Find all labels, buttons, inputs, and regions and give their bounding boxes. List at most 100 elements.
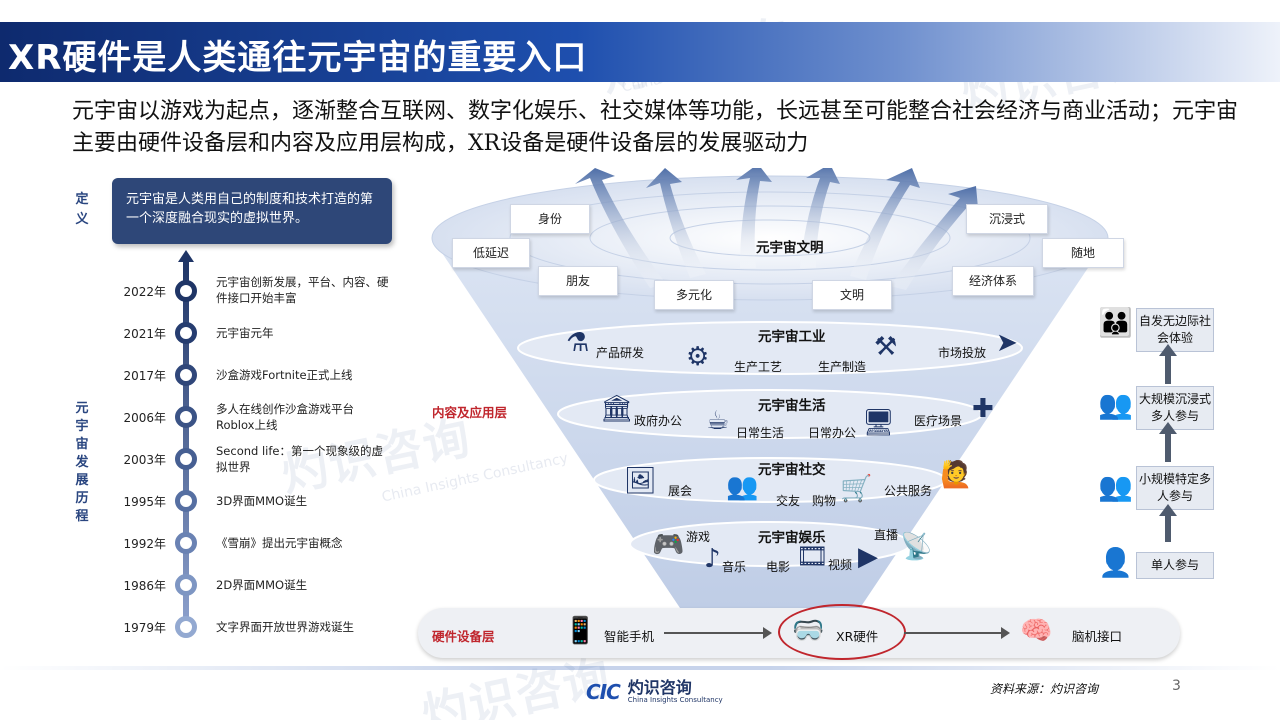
timeline-dot-icon [175,574,197,596]
single-person-icon: 👤 [1098,546,1133,579]
header-bar [0,22,1280,82]
logo-text: 灼识咨询 China Insights Consultancy [627,678,723,705]
timeline-arrow-icon [178,250,194,262]
industry-item: 生产工艺 [734,360,783,374]
industry-item: 生产制造 [818,360,867,374]
civilization-title: 元宇宙文明 [756,240,824,256]
life-item: 日常生活 [736,426,785,440]
up-arrow-icon [850,168,920,280]
timeline-text: 2D界面MMO诞生 [216,578,308,592]
timeline-dot-icon [175,616,197,638]
timeline-year: 1992年 [123,537,166,551]
social-item: 公共服务 [884,484,933,498]
video-icon: ▶ [858,542,878,572]
right-arrow-icon [904,627,1010,639]
timeline-text: 《雪崩》提出元宇宙概念 [216,536,343,550]
desk-icon: 🖥 [862,408,896,438]
industry-item: 产品研发 [596,346,645,360]
gamepad-icon: 🎮 [652,530,685,560]
microscope-icon: ⚗ [566,328,590,358]
logo-en: China Insights Consultancy [627,696,723,704]
gears-icon: ⚙ [686,342,710,372]
tools-icon: ⚒ [874,332,898,362]
hardware-item-smartphone: 智能手机 [604,629,655,644]
entertainment-item: 视频 [828,558,853,572]
industry-item: 市场投放 [938,346,987,360]
timeline-year: 2022年 [123,285,166,299]
hardware-layer-label: 硬件设备层 [432,629,495,644]
timeline-text: 3D界面MMO诞生 [216,494,308,508]
timeline-text: 沙盒游戏Fortnite正式上线 [216,368,353,382]
exhibition-icon: 🖼 [624,466,658,496]
public-service-icon: 🙋 [940,460,973,490]
footer-divider [0,666,1280,670]
tag-low-latency: 低延迟 [452,238,530,268]
life-item: 日常办公 [808,426,857,440]
timeline-dot-icon [175,406,197,428]
funnel-ring [589,205,951,271]
group-icon: 👥 [1098,388,1133,421]
definition-label: 定义 [75,192,89,227]
up-arrow-icon [646,168,706,278]
live-icon: 📡 [900,532,933,562]
logo-cic: CIC [586,680,621,704]
tag-diversity: 多元化 [654,280,734,310]
hardware-item-bci: 脑机接口 [1072,629,1123,644]
progression-step: 单人参与 [1136,552,1214,579]
page-number: 3 [1172,678,1181,694]
source-note: 资料来源：灼识咨询 [990,682,1099,696]
timeline-dot-icon [175,280,197,302]
entertainment-item: 电影 [766,560,791,574]
timeline-year: 1995年 [123,495,166,509]
tag-civilization: 文明 [812,280,892,310]
page-title: XR硬件是人类通往元宇宙的重要入口 [8,38,588,78]
social-title: 元宇宙社交 [758,462,826,478]
content-layer-label: 内容及应用层 [432,405,508,420]
crowd-icon: 👪 [1098,306,1133,339]
entertainment-item: 游戏 [686,530,711,544]
up-arrow-icon [1159,422,1177,462]
up-arrow-icon [1159,344,1177,384]
friends-icon: 👥 [726,472,759,502]
timeline-text: 元宇宙元年 [216,326,274,340]
brain-icon: 🧠 [1020,616,1053,646]
timeline-text: 文字界面开放世界游戏诞生 [216,620,354,634]
tag-immersive: 沉浸式 [966,204,1048,234]
timeline-dot-icon [175,490,197,512]
coffee-icon: ☕ [706,406,730,436]
tag-economy: 经济体系 [952,266,1034,296]
timeline-dot-icon [175,322,197,344]
timeline-year: 2003年 [123,453,166,467]
timeline-dot-icon [175,448,197,470]
definition-box: 元宇宙是人类用自己的制度和技术打造的第一个深度融合现实的虚拟世界。 [112,178,392,244]
right-arrow-icon [664,627,772,639]
shopping-cart-icon: 🛒 [840,474,873,504]
up-arrow-icon [890,186,978,290]
timeline-dot-icon [175,364,197,386]
timeline-dot-icon [175,532,197,554]
xr-highlight-circle [778,604,906,660]
life-item: 医疗场景 [914,414,963,428]
smartphone-icon: 📱 [564,616,597,646]
timeline-year: 2006年 [123,411,166,425]
timeline-text: Second life：第一个现象级的虚拟世界 [216,444,383,474]
layer-disc-life [557,389,983,439]
timeline-text: 多人在线创作沙盒游戏平台Roblox上线 [216,402,354,432]
life-item: 政府办公 [634,414,683,428]
timeline-year: 1986年 [123,579,166,593]
medical-kit-icon: ✚ [972,394,994,424]
tag-friends: 朋友 [538,266,618,296]
up-arrow-icon [736,168,772,268]
funnel-graphic [431,168,1109,608]
layer-disc-industry [517,321,1023,375]
timeline-text: 元宇宙创新发展，平台、内容、硬件接口开始丰富 [216,275,389,305]
up-arrow-icon [1159,504,1177,542]
progression-step: 小规模特定多人参与 [1136,466,1214,510]
tag-identity: 身份 [510,204,590,234]
government-icon: 🏛 [600,394,634,424]
music-note-icon: ♪ [704,544,721,574]
page-subtitle: 元宇宙以游戏为起点，逐渐整合互联网、数字化娱乐、社交媒体等功能，长远甚至可能整合… [72,99,1239,156]
timeline-line [183,258,189,636]
logo-cn: 灼识咨询 [627,678,692,697]
social-item: 交友 [776,494,801,508]
